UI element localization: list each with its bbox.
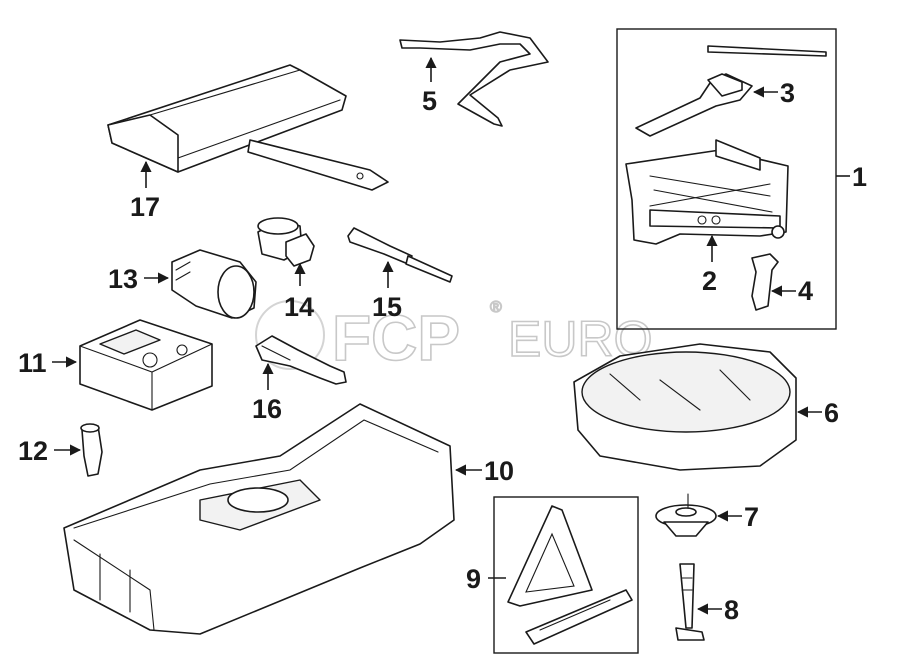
svg-text:13: 13	[108, 264, 138, 294]
svg-text:2: 2	[702, 266, 717, 296]
watermark-mark: ®	[490, 299, 502, 316]
svg-text:10: 10	[484, 456, 514, 486]
callout-10: 10	[454, 456, 514, 486]
callout-11: 11	[18, 348, 78, 378]
part-3-jack-handle	[635, 45, 827, 137]
part-5-lug-wrench	[399, 31, 549, 127]
part-9-warning-triangle	[507, 505, 633, 645]
part-14-socket	[257, 217, 315, 267]
svg-text:11: 11	[18, 348, 47, 378]
svg-text:1: 1	[852, 162, 867, 192]
part-2-scissor-jack	[625, 139, 789, 245]
part-8-bolt	[675, 563, 705, 641]
svg-text:14: 14	[284, 292, 314, 322]
callout-12: 12	[18, 436, 82, 466]
svg-text:8: 8	[724, 595, 739, 625]
svg-text:7: 7	[744, 502, 759, 532]
svg-text:6: 6	[824, 398, 839, 428]
callout-13: 13	[108, 264, 170, 294]
part-4-bracket	[751, 253, 779, 311]
callout-6: 6	[796, 398, 839, 428]
callout-14: 14	[284, 262, 314, 322]
group-box-jack	[616, 28, 837, 330]
watermark-brand: FCP	[332, 302, 460, 374]
part-10-storage-tray	[63, 403, 455, 635]
svg-text:3: 3	[780, 78, 795, 108]
callout-4: 4	[770, 276, 813, 306]
svg-text:12: 12	[18, 436, 48, 466]
callout-3: 3	[752, 78, 795, 108]
part-16-adapter	[255, 335, 347, 385]
callout-5: 5	[422, 56, 437, 116]
part-12-valve	[80, 423, 103, 477]
part-7-cone	[655, 493, 717, 537]
callout-16: 16	[252, 362, 282, 424]
callout-8: 8	[696, 595, 739, 625]
part-15-screwdriver	[347, 227, 453, 283]
callout-9: 9	[466, 564, 506, 594]
callout-15: 15	[372, 260, 402, 322]
group-box-warning-kit	[493, 496, 639, 654]
part-11-compressor	[79, 319, 213, 411]
part-13-wheel-lock	[171, 249, 257, 319]
svg-text:17: 17	[130, 192, 160, 222]
callout-2: 2	[702, 234, 718, 296]
svg-text:15: 15	[372, 292, 402, 322]
svg-text:9: 9	[466, 564, 481, 594]
part-6-foam-insert	[573, 343, 797, 471]
part-17-tool-mat	[107, 64, 389, 191]
callout-7: 7	[716, 502, 759, 532]
callout-17: 17	[130, 160, 160, 222]
svg-text:4: 4	[798, 276, 813, 306]
svg-text:16: 16	[252, 394, 282, 424]
callout-1: 1	[836, 162, 867, 192]
svg-text:5: 5	[422, 86, 437, 116]
